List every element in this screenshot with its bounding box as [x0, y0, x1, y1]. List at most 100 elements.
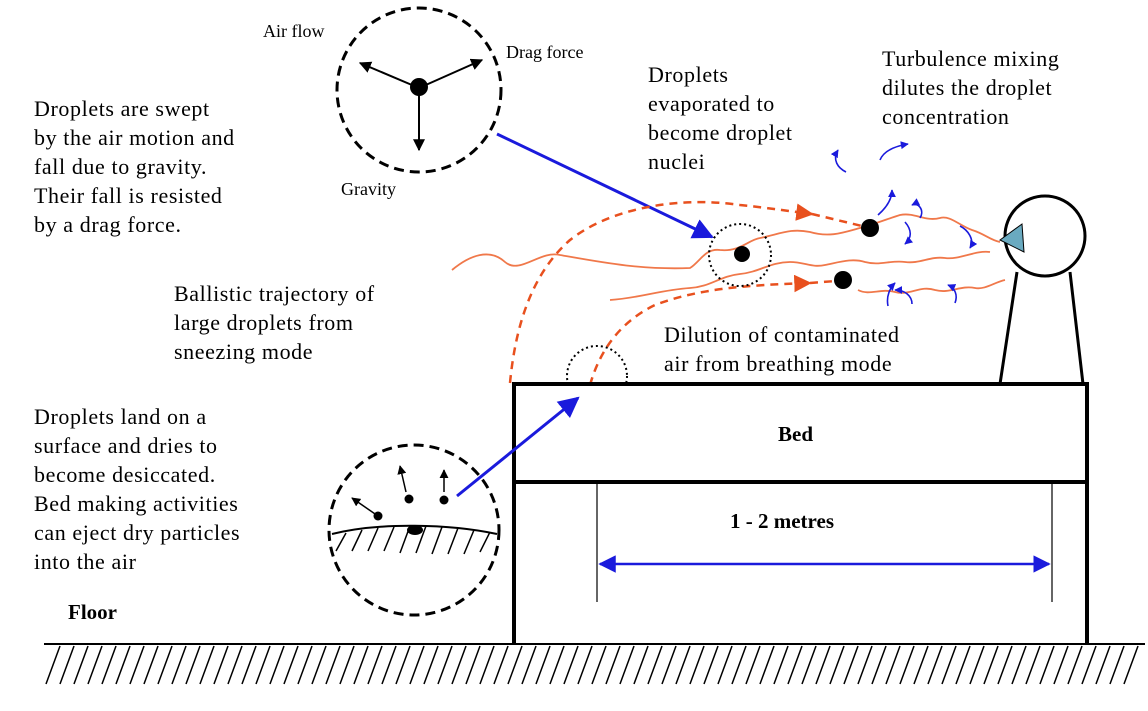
text-line: Turbulence mixing	[882, 46, 1060, 71]
floor-hatch-line	[45, 645, 61, 685]
text-line: Droplets land on a	[34, 404, 207, 429]
turbulence-description: Turbulence mixing dilutes the droplet co…	[882, 44, 1059, 131]
droplet-dot	[410, 78, 428, 96]
text-line: become droplet	[648, 120, 793, 145]
floor-hatch-line	[157, 645, 173, 685]
floor-hatch-line	[577, 645, 593, 685]
floor-hatch-line	[619, 645, 635, 685]
settled-particle	[407, 525, 423, 535]
floor-hatch-line	[1053, 645, 1069, 685]
floor-hatch-line	[241, 645, 257, 685]
floor-hatch-line	[367, 645, 383, 685]
floor-hatch-line	[787, 645, 803, 685]
gravity-label: Gravity	[341, 179, 396, 199]
floor-hatch-line	[409, 645, 425, 685]
ejected-particle	[439, 495, 449, 505]
droplet-in-flight	[734, 246, 750, 262]
floor-hatch-line	[255, 645, 271, 685]
turbulence-arrow	[911, 198, 923, 219]
floor-hatch-line	[325, 645, 341, 685]
floor-hatch-line	[311, 645, 327, 685]
turbulence-arrow	[886, 282, 896, 307]
drag-force-arrow	[418, 58, 484, 89]
floor-hatch-line	[1095, 645, 1111, 685]
ballistic-description: Ballistic trajectory of large droplets f…	[174, 279, 375, 366]
air-flow-label: Air flow	[263, 21, 325, 41]
floor-hatch-line	[647, 645, 663, 685]
floor-hatch-line	[1025, 645, 1041, 685]
force-circle	[335, 6, 503, 174]
ejection-arrow	[351, 497, 379, 517]
floor-hatch-line	[675, 645, 691, 685]
floor-hatch-line	[969, 645, 985, 685]
text-line: Their fall is resisted	[34, 183, 223, 208]
pointer-arrow-to-droplet	[496, 132, 714, 239]
floor-hatch-line	[997, 645, 1013, 685]
distance-label: 1 - 2 metres	[730, 509, 834, 533]
text-line: air from breathing mode	[664, 351, 893, 376]
surface-hatching	[335, 525, 491, 555]
mid-breath-trail	[609, 250, 991, 301]
floor-hatch-line	[941, 645, 957, 685]
floor-hatch-line	[129, 645, 145, 685]
ejection-arrow	[397, 465, 407, 493]
floor-label: Floor	[68, 600, 117, 624]
upper-breath-trail	[451, 213, 1001, 271]
floor-hatch-line	[73, 645, 89, 685]
floor-hatch-line	[843, 645, 859, 685]
droplet-evaporating	[861, 219, 879, 237]
floor-hatch-line	[521, 645, 537, 685]
floor-hatch-line	[1011, 645, 1027, 685]
floor-hatch-line	[549, 645, 565, 685]
droplet-flight-segment-bottom	[809, 279, 837, 285]
floor-hatch-line	[1067, 645, 1083, 685]
resuspension-circle	[327, 443, 501, 617]
floor-hatch-line	[815, 645, 831, 685]
floor-hatch-line	[661, 645, 677, 685]
sneeze-trajectory-high	[508, 200, 814, 384]
floor	[44, 643, 1145, 685]
floor-hatch-line	[185, 645, 201, 685]
floor-hatch-line	[633, 645, 649, 685]
swept-description: Droplets are swept by the air motion and…	[34, 94, 235, 239]
text-line: Droplets	[648, 62, 729, 87]
text-line: Bed making activities	[34, 491, 239, 516]
patient-mouth	[999, 223, 1025, 253]
pointer-arrow-to-landing	[456, 396, 580, 498]
floor-hatch-line	[1081, 645, 1097, 685]
droplet-breath	[834, 271, 852, 289]
text-line: dilutes the droplet	[882, 75, 1053, 100]
floor-hatch-line	[871, 645, 887, 685]
turbulence-arrow	[894, 286, 913, 305]
floor-hatch-line	[171, 645, 187, 685]
air-flow-arrow	[358, 61, 420, 89]
floor-hatch-line	[899, 645, 915, 685]
bed-mattress	[512, 382, 1089, 484]
floor-hatch-line	[353, 645, 369, 685]
floor-hatch-line	[857, 645, 873, 685]
floor-hatch-line	[703, 645, 719, 685]
text-line: large droplets from	[174, 310, 354, 335]
floor-hatch-line	[885, 645, 901, 685]
floor-hatch-line	[227, 645, 243, 685]
floor-hatch-line	[829, 645, 845, 685]
text-line: can eject dry particles	[34, 520, 241, 545]
turbulence-arrow	[877, 189, 896, 216]
floor-hatch-line	[59, 645, 75, 685]
turbulence-arrow	[830, 149, 847, 173]
floor-hatch-line	[717, 645, 733, 685]
text-line: surface and dries to	[34, 433, 218, 458]
droplet-flight-segment-top	[811, 212, 863, 228]
floor-hatch-line	[913, 645, 929, 685]
turbulence-arrow	[947, 284, 957, 304]
force-diagram	[335, 6, 503, 174]
floor-hatch-line	[591, 645, 607, 685]
text-line: nuclei	[648, 149, 706, 174]
lower-breath-trail	[857, 279, 1006, 294]
resuspension-diagram	[327, 443, 501, 617]
floor-hatch-line	[269, 645, 285, 685]
evaporated-description: Droplets evaporated to become droplet nu…	[648, 60, 793, 176]
turbulence-arrow	[904, 221, 914, 245]
droplet-highlight-circle	[708, 223, 772, 287]
floor-hatch-line	[759, 645, 775, 685]
